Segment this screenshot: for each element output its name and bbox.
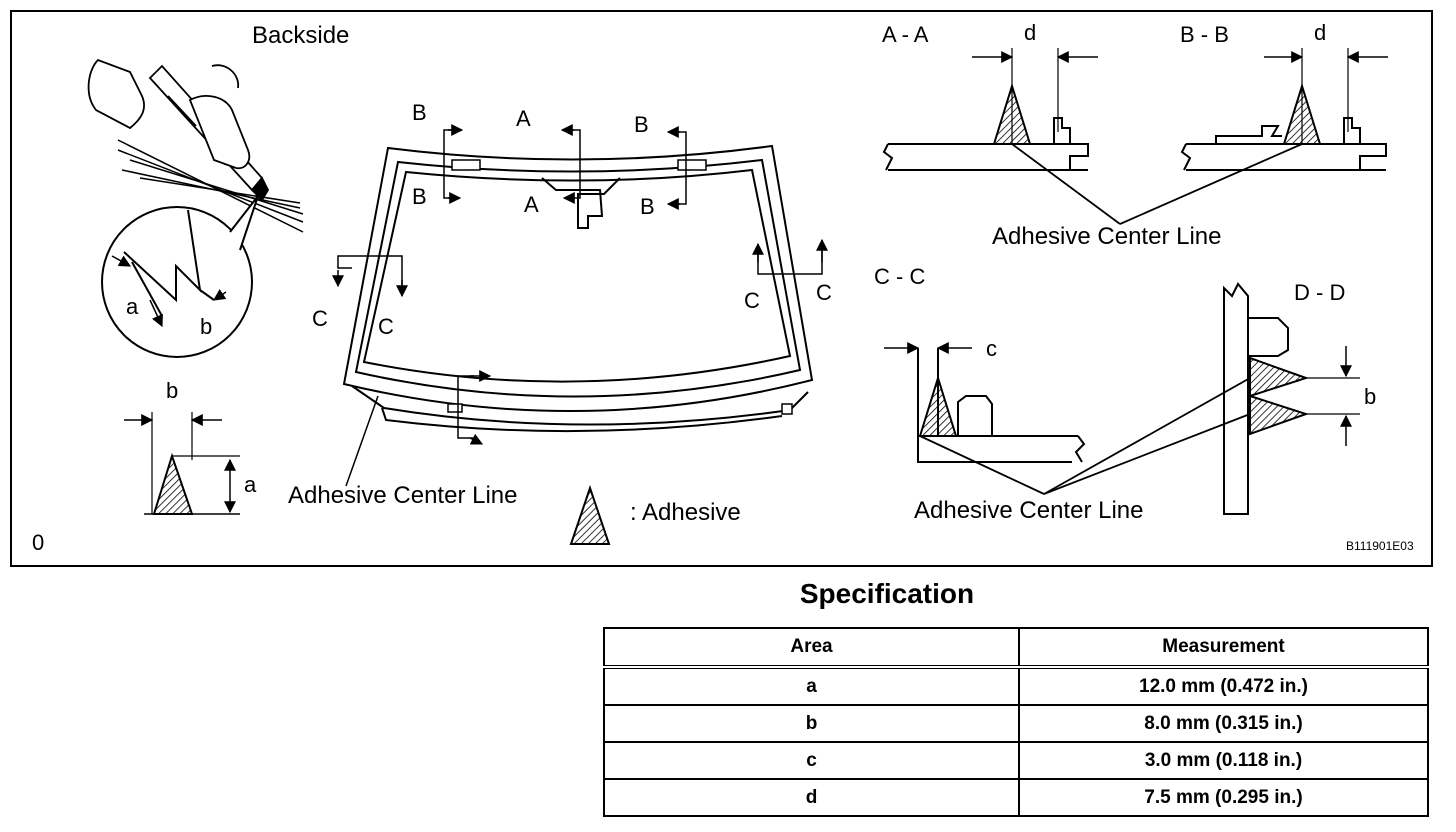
- table-row: a 12.0 mm (0.472 in.): [603, 666, 1429, 706]
- marker-b-inner-right: B: [640, 194, 655, 219]
- bead-profile-triangle: [152, 452, 194, 515]
- section-dd-dim-b: b: [1364, 384, 1376, 409]
- row-area: a: [603, 666, 1020, 706]
- legend-adhesive-icon: [569, 484, 611, 545]
- header-measurement: Measurement: [1018, 627, 1429, 668]
- marker-b-inner-left: B: [412, 184, 427, 209]
- profile-label-b: b: [166, 378, 178, 403]
- windshield-adhesive-diagram: Backside a b b a: [10, 10, 1433, 567]
- marker-b-top-right: B: [634, 112, 649, 137]
- marker-c-left-inner: C: [378, 314, 394, 339]
- specification-table: Area Measurement a 12.0 mm (0.472 in.) b…: [603, 627, 1429, 817]
- section-aa-drawing: [882, 117, 1089, 171]
- profile-label-a: a: [244, 472, 257, 497]
- marker-b-top-left: B: [412, 100, 427, 125]
- section-cc-dim-c: c: [986, 336, 997, 361]
- bead-zigzag: [123, 209, 215, 317]
- figure-code: B111901E03: [1346, 539, 1414, 553]
- adhesive-center-line-label-center: Adhesive Center Line: [288, 482, 517, 509]
- legend-adhesive-label: : Adhesive: [630, 499, 741, 526]
- header-area: Area: [603, 627, 1020, 668]
- section-bb-label: B - B: [1180, 22, 1229, 47]
- gloved-hands-with-sealant-gun: [87, 58, 270, 202]
- section-cc-label: C - C: [874, 264, 925, 289]
- row-measurement: 3.0 mm (0.118 in.): [1018, 741, 1429, 780]
- section-aa-label: A - A: [882, 22, 929, 47]
- section-dd-label: D - D: [1294, 280, 1345, 305]
- glass-edge-strip: [117, 139, 304, 233]
- marker-a-inner: A: [524, 192, 539, 217]
- section-aa-dim-d: d: [1024, 20, 1036, 45]
- row-measurement: 12.0 mm (0.472 in.): [1018, 666, 1429, 706]
- table-row: d 7.5 mm (0.295 in.): [603, 778, 1429, 817]
- section-bb-drawing: [1180, 117, 1387, 171]
- backside-label: Backside: [252, 22, 349, 49]
- marker-c-left-outer: C: [312, 306, 328, 331]
- detail-label-b: b: [200, 314, 212, 339]
- row-area: b: [603, 704, 1020, 743]
- row-measurement: 7.5 mm (0.295 in.): [1018, 778, 1429, 817]
- detail-label-a: a: [126, 294, 139, 319]
- row-measurement: 8.0 mm (0.315 in.): [1018, 704, 1429, 743]
- section-dd-adhesive-lower: [1249, 394, 1310, 436]
- section-bb-dim-d: d: [1314, 20, 1326, 45]
- diagram-frame: [10, 10, 1433, 567]
- windshield-outline: [342, 144, 814, 433]
- table-row: c 3.0 mm (0.118 in.): [603, 741, 1429, 780]
- marker-c-right-inner: C: [744, 288, 760, 313]
- marker-a-top: A: [516, 106, 531, 131]
- callout-pointer: [229, 195, 259, 251]
- section-cc-adhesive: [918, 374, 958, 437]
- row-area: c: [603, 741, 1020, 780]
- table-row: b 8.0 mm (0.315 in.): [603, 704, 1429, 743]
- section-dd-adhesive-upper: [1249, 356, 1310, 398]
- specification-title: Specification: [799, 578, 975, 609]
- adhesive-center-line-label-top: Adhesive Center Line: [992, 223, 1221, 250]
- section-dd-drawing: [1223, 282, 1289, 515]
- section-cut-lines: [337, 129, 823, 439]
- adhesive-center-line-label-bottom: Adhesive Center Line: [914, 497, 1143, 524]
- table-header-row: Area Measurement: [603, 627, 1429, 668]
- marker-c-right-outer: C: [816, 280, 832, 305]
- row-area: d: [603, 778, 1020, 817]
- corner-mark: 0: [32, 530, 44, 555]
- section-aa-adhesive: [992, 82, 1032, 145]
- section-bb-adhesive: [1282, 82, 1322, 145]
